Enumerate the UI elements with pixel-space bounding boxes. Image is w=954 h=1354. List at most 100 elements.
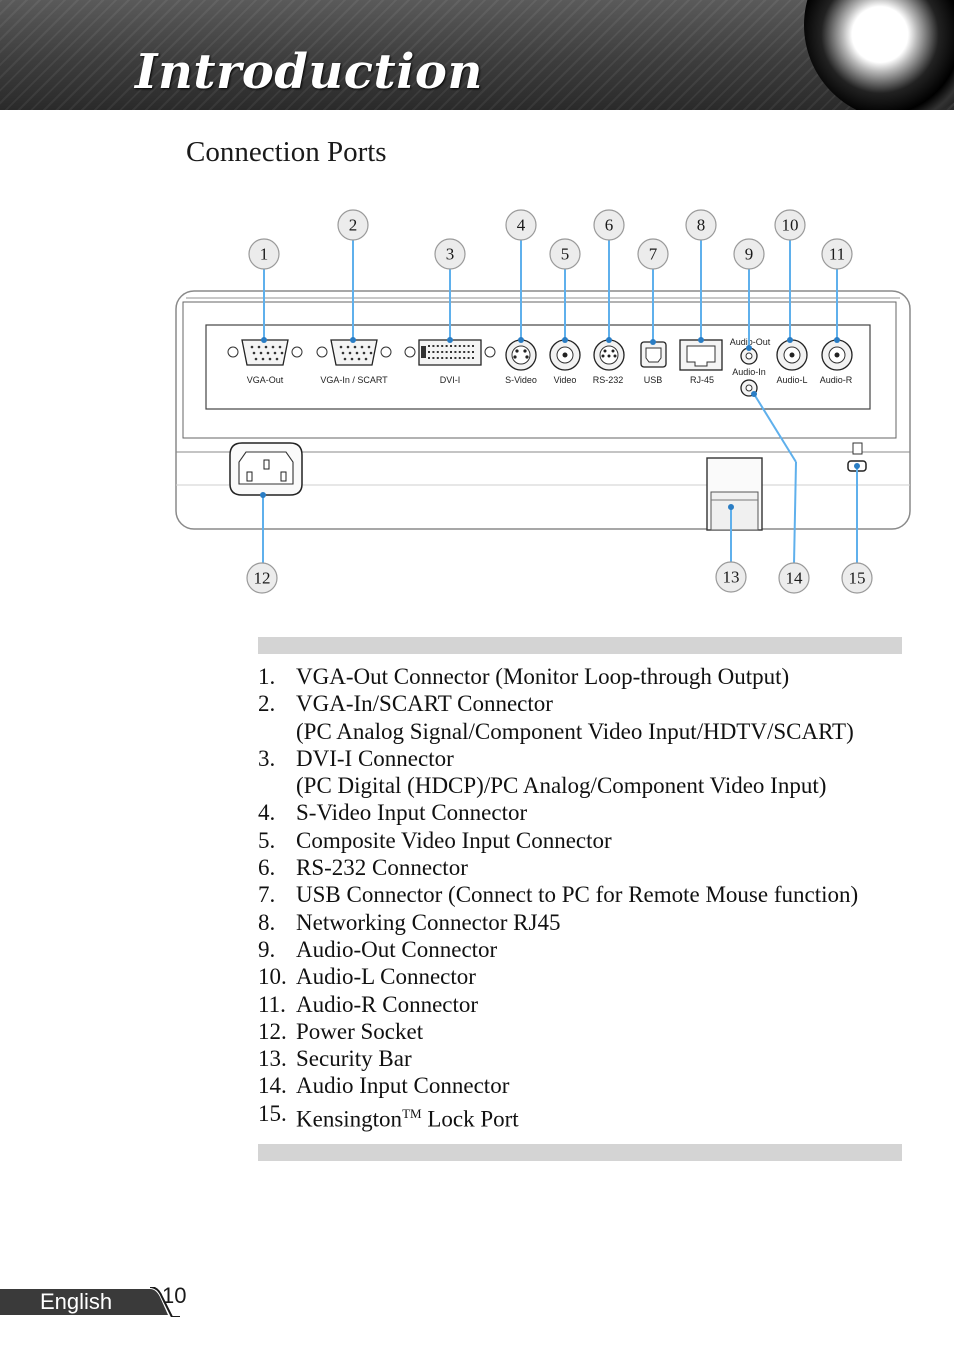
callout-12: 12	[246, 562, 278, 594]
list-item: 5. Composite Video Input Connector	[258, 827, 858, 854]
list-text: Composite Video Input Connector	[296, 827, 612, 853]
list-number: 1.	[258, 664, 276, 689]
list-number: 3.	[258, 745, 276, 771]
list-item: 3. DVI-I Connector(PC Digital (HDCP)/PC A…	[258, 745, 858, 800]
callout-2: 2	[337, 209, 369, 241]
audio-l-port	[776, 339, 808, 371]
list-item: 2.VGA-In/SCART Connector(PC Analog Signa…	[258, 690, 858, 745]
svg-text:10: 10	[782, 216, 799, 235]
audio-in-port	[740, 379, 758, 397]
list-text: Audio Input Connector	[296, 1073, 510, 1099]
list-text: Audio-R Connector	[296, 991, 479, 1017]
list-item: 11. Audio-R Connector	[258, 991, 858, 1018]
audio-r-port	[821, 339, 853, 371]
callout-1: 1	[248, 238, 280, 270]
header-title: Introduction	[135, 44, 483, 100]
port-list: 1. VGA-Out Connector (Monitor Loop-throug…	[258, 663, 858, 1133]
svg-text:7: 7	[649, 245, 658, 264]
rj45-port	[679, 339, 723, 371]
svg-text:2: 2	[349, 216, 358, 235]
list-item: 8.Networking Connector RJ45	[258, 909, 858, 936]
usb-port	[640, 341, 667, 368]
callout-6: 6	[593, 209, 625, 241]
list-item: 4.S-Video Input Connector	[258, 799, 858, 826]
svg-text:13: 13	[723, 568, 740, 587]
list-item: 13.Security Bar	[258, 1045, 858, 1072]
list-item: 12.Power Socket	[258, 1018, 858, 1045]
footer-tab	[0, 1287, 180, 1317]
leader-dots	[260, 337, 860, 510]
list-text: DVI-I Connector	[296, 745, 454, 771]
svg-text:9: 9	[745, 245, 754, 264]
svg-text:15: 15	[849, 569, 866, 588]
label-video: Video	[554, 375, 577, 385]
callout-7: 7	[637, 238, 669, 270]
label-dvi: DVI-I	[440, 375, 461, 385]
header-banner: Introduction	[0, 0, 954, 110]
list-text: USB Connector (Connect to PC for Remote …	[296, 882, 859, 908]
list-item: 10. Audio-L Connector	[258, 963, 858, 990]
svideo-port	[505, 339, 537, 371]
label-vga-out: VGA-Out	[247, 375, 284, 385]
power-socket	[229, 442, 303, 496]
list-text: Audio-L Connector	[296, 964, 476, 990]
list-text: VGA-Out Connector (Monitor Loop-through …	[296, 664, 790, 689]
list-number: 8.	[258, 909, 276, 935]
label-svideo: S-Video	[505, 375, 537, 385]
list-item: 1. VGA-Out Connector (Monitor Loop-throug…	[258, 663, 858, 690]
list-number: 9.	[258, 936, 276, 962]
list-number: 6.	[258, 855, 276, 881]
section-title: Connection Ports	[186, 136, 387, 168]
list-number: 13.	[258, 1046, 287, 1072]
list-subtext: (PC Analog Signal/Component Video Input/…	[296, 718, 854, 744]
page-number: 10	[162, 1283, 187, 1308]
callout-5: 5	[549, 238, 581, 270]
svg-text:12: 12	[254, 569, 271, 588]
svg-text:14: 14	[786, 569, 804, 588]
list-text: RS-232 Connector	[296, 855, 468, 881]
list-text: Kensington	[296, 1106, 403, 1132]
vga-in-port	[316, 339, 392, 366]
rs232-port	[593, 339, 625, 371]
list-number: 7.	[258, 882, 276, 908]
security-bar	[706, 457, 763, 531]
list-number: 11.	[258, 991, 286, 1017]
composite-video-port	[549, 339, 581, 371]
label-audio-in: Audio-In	[732, 367, 766, 377]
svg-text:5: 5	[561, 245, 570, 264]
svg-text:6: 6	[605, 216, 614, 235]
label-usb: USB	[644, 375, 663, 385]
trademark-mark: TM	[402, 1105, 422, 1121]
list-subtext: (PC Digital (HDCP)/PC Analog/Component V…	[296, 773, 827, 799]
list-number: 14.	[258, 1073, 287, 1099]
list-text: S-Video Input Connector	[296, 800, 528, 826]
svg-text:8: 8	[697, 216, 706, 235]
footer-language: English	[40, 1289, 113, 1314]
callout-13: 13	[715, 561, 747, 593]
top-rule	[258, 637, 902, 654]
callout-10: 10	[774, 209, 806, 241]
svg-text:1: 1	[260, 245, 269, 264]
connection-panel-diagram: VGA-Out VGA-In / SCART DVI-I S-Video Vid…	[175, 209, 911, 594]
list-text: Audio-Out Connector	[296, 936, 498, 962]
list-text-tail: Lock Port	[421, 1106, 519, 1132]
vga-out-port	[227, 339, 303, 366]
callout-14: 14	[778, 562, 810, 594]
list-number: 12.	[258, 1018, 287, 1044]
list-number: 5.	[258, 827, 276, 853]
list-item: 6. RS-232 Connector	[258, 854, 858, 881]
port-panel-inner	[205, 324, 871, 410]
list-number: 2.	[258, 691, 276, 717]
list-number: 10.	[258, 964, 287, 990]
svg-text:11: 11	[829, 245, 845, 264]
label-rj45: RJ-45	[690, 375, 714, 385]
bottom-rule	[258, 1144, 902, 1161]
callout-11: 11	[821, 238, 853, 270]
list-item: 14. Audio Input Connector	[258, 1072, 858, 1099]
callout-3: 3	[434, 238, 466, 270]
list-number: 15.	[258, 1100, 287, 1126]
list-item: 15. KensingtonTM Lock Port	[258, 1100, 858, 1133]
label-audio-out: Audio-Out	[730, 337, 771, 347]
svg-text:3: 3	[446, 245, 455, 264]
label-audio-l: Audio-L	[776, 375, 807, 385]
